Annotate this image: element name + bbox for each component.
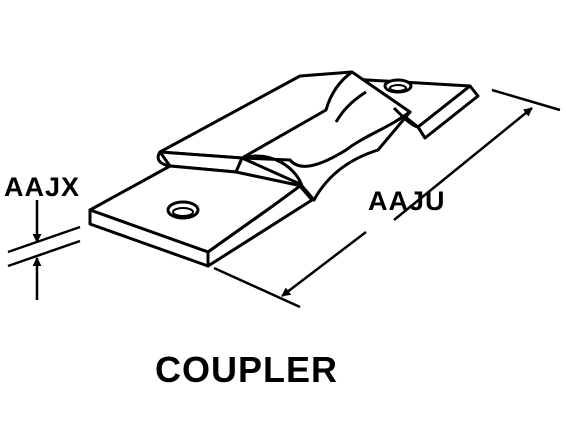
ridge-crest-curve-inner	[334, 90, 367, 123]
ridge-left-roll	[156, 151, 171, 168]
length-dimension-line-lower	[281, 231, 367, 297]
length-dimension-line-upper	[393, 107, 533, 221]
near-plate-side	[206, 184, 314, 268]
bend-wall	[240, 110, 412, 202]
length-label: AAJU	[368, 186, 446, 216]
length-dimension	[213, 88, 561, 309]
far-hole-inner	[389, 84, 407, 92]
near-hole-inner	[172, 207, 194, 217]
ridge-crest-curve	[241, 70, 353, 160]
thickness-dimension	[7, 200, 81, 300]
diagram-title: COUPLER	[155, 349, 339, 390]
thickness-extension-upper	[7, 225, 81, 254]
length-extension-near	[213, 266, 301, 309]
thickness-label: AAJX	[4, 172, 81, 202]
upper-bend	[392, 106, 427, 139]
thickness-extension-lower	[7, 239, 81, 268]
length-extension-far	[491, 88, 561, 112]
coupler-part	[88, 70, 480, 268]
